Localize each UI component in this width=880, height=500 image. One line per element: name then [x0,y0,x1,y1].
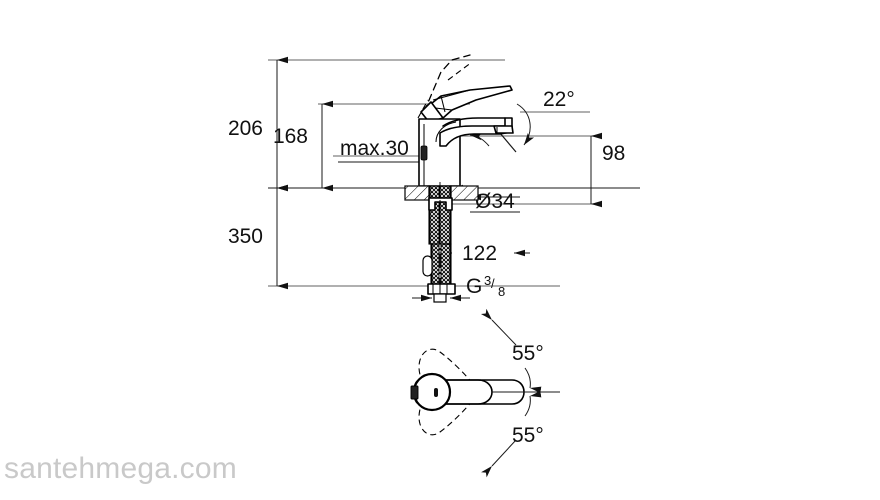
ghost-lever-tip [447,61,473,81]
deck-hatch-left [404,185,430,201]
hose-thread-end [433,293,447,303]
dim-label-max30: max.30 [340,137,409,160]
dim-fraction-slash: / [491,276,495,291]
shank-thread-left [429,185,440,245]
shank-washer-nut [428,197,453,211]
dimension-98: 98 [590,132,625,208]
ghost-spout-upper [418,348,475,393]
flexible-hose [422,243,456,303]
dim-label-22deg: 22° [543,88,575,111]
spout-inner-curve [435,121,457,143]
dimension-g38: G 3 / 8 [412,273,505,302]
plan-center-mark [434,388,438,397]
ghost-lever-upper-edge [423,54,471,113]
dim-label-d34: Ø34 [475,190,515,213]
dim-label-206: 206 [228,117,263,140]
shank-thread-right [439,185,451,245]
dim-arc-55-lower [524,391,542,417]
site-watermark: santehmega.com [4,452,237,485]
elevation-view: 206 168 max.30 350 98 [228,54,640,303]
deck-hatch-right [450,185,479,201]
dim-label-g38-numerator: 3 [484,273,491,288]
dim-ray-55-lower [481,439,517,478]
dim-label-55-upper: 55° [512,342,544,365]
plan-spout [410,372,560,412]
ghost-spout-lower [418,391,475,436]
dimension-206: 206 [228,56,288,192]
dim-label-168: 168 [273,125,308,148]
dim-label-350: 350 [228,225,263,248]
hose-end-nut [427,283,456,295]
body-detail-notch [420,145,428,161]
dim-label-55-lower: 55° [512,424,544,447]
dim-ray-55-upper [480,308,517,346]
lever-fold-3 [432,89,471,101]
aerator-outlet [493,125,514,134]
plan-view: 55° 55° [410,308,560,478]
hose-braid-left [431,243,440,287]
swivel-ghost-outlines [418,348,475,436]
spout-top-edge [442,117,506,127]
dim-label-g38-denominator: 8 [498,284,505,299]
dimension-angle-55-upper: 55° [480,308,544,393]
lever-handle [420,85,513,123]
mounting-deck [404,185,479,201]
dim-label-98: 98 [602,142,625,165]
spout [435,117,514,147]
dim-arc-22deg [516,103,535,146]
hose-clip [422,255,433,277]
dim-label-g38: G [466,275,482,298]
plan-body-base [412,372,452,412]
dim-label-122: 122 [462,242,497,265]
dimension-angle-22: 22° [469,88,590,153]
dimension-angle-55-lower: 55° [481,391,544,478]
mounting-shank [428,182,453,300]
dimension-168: 168 [273,100,333,192]
dimension-350: 350 [228,184,288,290]
dim-arc-55-upper [524,367,542,393]
dim-arc-swivel [469,132,490,147]
plan-lever-tab [410,385,419,400]
hose-braid-right [440,243,451,287]
